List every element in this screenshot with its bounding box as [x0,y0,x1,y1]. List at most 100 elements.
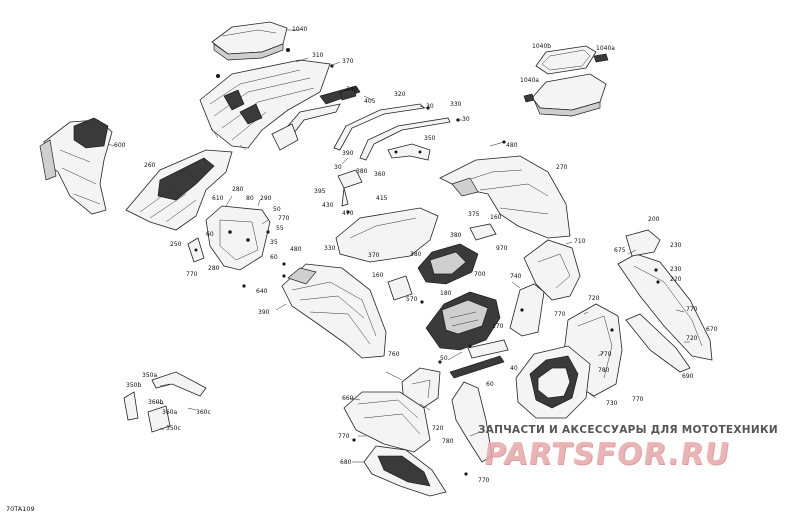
callout-label: 260 [144,162,156,169]
panel-680 [363,445,447,497]
callout-label: 1040a [520,77,539,84]
callout-label: 30 [462,116,470,123]
callout-label: 360 [374,171,386,178]
callout-label: 160 [490,214,502,221]
callout-label: 430 [322,202,334,209]
bracket-740 [509,283,545,337]
rear-rack-310 [199,59,331,151]
callout-label: 280 [232,186,244,193]
callout-label: 660 [342,395,354,402]
callout-label: 200 [648,216,660,223]
callout-label: 350a [142,372,158,379]
callout-label: 720 [686,335,698,342]
callout-label: 340 [346,86,358,93]
callout-label: 60 [270,254,278,261]
callout-label: 1040 [292,26,308,33]
callout-label: 230 [670,266,682,273]
callout-label: 480 [506,142,518,149]
callout-label: 770 [478,477,490,484]
callout-label: 760 [388,351,400,358]
bracket-360 [337,169,363,207]
body-700 [417,243,479,285]
callout-label: 170 [492,323,504,330]
callout-label: 610 [212,195,224,202]
callout-label: 480 [290,246,302,253]
side-panel-390 [281,263,387,359]
front-panel-600 [39,117,113,215]
bracket-675 [625,229,661,257]
panel-660 [343,391,431,453]
bracket-610 [205,205,271,271]
callout-label: 60 [206,231,214,238]
panel-270 [439,155,571,239]
bracket-set-350 [123,371,207,433]
callout-label: 55 [276,225,284,232]
latch-1040a [593,53,609,63]
callout-label: 380 [450,232,462,239]
callout-label: 730 [606,400,618,407]
callout-label: 350b [126,382,142,389]
callout-label: 640 [256,288,268,295]
callout-label: 390 [342,150,354,157]
callout-label: 700 [474,271,486,278]
callout-label: 395 [314,188,326,195]
case-1040a [523,73,607,117]
callout-label: 35 [270,239,278,246]
bracket-710 [523,239,581,301]
callout-label: 330 [450,101,462,108]
callout-label: 780 [442,438,454,445]
callout-label: 770 [632,396,644,403]
callout-label: 360a [162,409,178,416]
callout-label: 270 [556,164,568,171]
callout-label: 330 [324,245,336,252]
callout-label: 770 [278,215,290,222]
panel-690 [625,313,691,373]
bracket-160 [469,223,497,241]
leader-lines [107,29,690,463]
callout-label: 40 [510,365,518,372]
callout-label: 160 [372,272,384,279]
callout-label: 310 [312,52,324,59]
callout-label: 770 [554,311,566,318]
callout-label: 30 [334,164,342,171]
callout-label: 770 [600,351,612,358]
callout-label: 370 [342,58,354,65]
bracket-570 [387,275,413,301]
callout-label: 470 [342,210,354,217]
bracket-350 [387,143,431,161]
callout-label: 690 [682,373,694,380]
callout-label: 675 [614,247,626,254]
callout-label: 970 [496,245,508,252]
bracket-250 [187,237,205,263]
callout-label: 780 [598,367,610,374]
callout-label: 570 [406,296,418,303]
callout-label: 405 [364,98,376,105]
bar-320 [333,103,425,151]
callout-label: 670 [706,326,718,333]
callout-label: 320 [394,91,406,98]
watermark-logo: PARTSFOR.RU [481,437,733,472]
callout-label: 720 [588,295,600,302]
callout-label: 770 [186,271,198,278]
callout-label: 1040a [596,45,615,52]
watermark-tagline: ЗАПЧАСТИ И АКСЕССУАРЫ ДЛЯ МОТОТЕХНИКИ [478,424,778,436]
callout-label: 600 [114,142,126,149]
glovebox-730 [515,345,591,419]
callout-label: 380 [410,251,422,258]
panel-780-lower [451,381,493,463]
callout-label: 80 [246,195,254,202]
callout-label: 370 [368,252,380,259]
callout-label: 770 [338,433,350,440]
lid-1040b [535,45,597,75]
callout-label: 50 [273,206,281,213]
callout-label: 680 [340,459,352,466]
callout-label: 290 [260,195,272,202]
callout-label: 220 [670,276,682,283]
callout-label: 30 [426,103,434,110]
callout-label: 710 [574,238,586,245]
callout-label: 720 [432,425,444,432]
callout-label: 390 [258,309,270,316]
assembly-180 [425,291,501,351]
